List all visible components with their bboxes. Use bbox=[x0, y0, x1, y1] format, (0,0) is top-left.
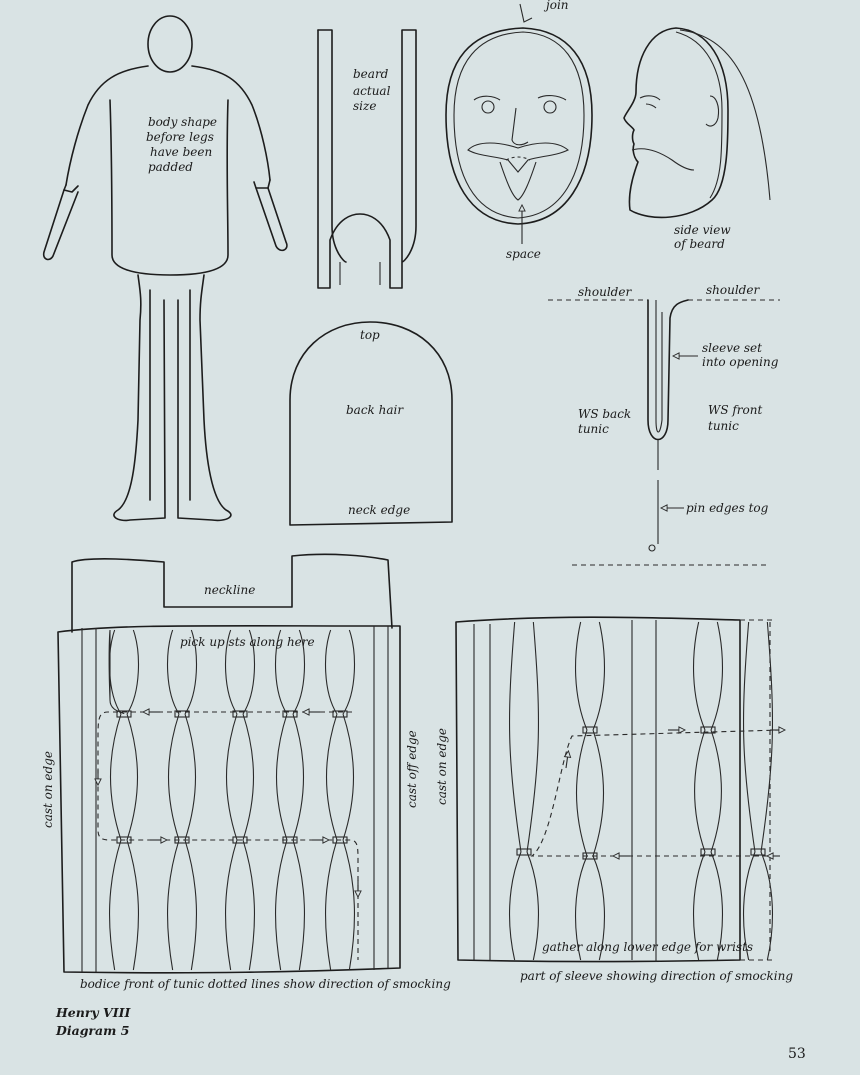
sleeve-pleat bbox=[575, 621, 605, 961]
side-view-label-2: of beard bbox=[674, 237, 725, 251]
svg-text:have been: have been bbox=[150, 145, 212, 159]
bodice-front-diagram bbox=[57, 553, 401, 974]
direction-arrow bbox=[566, 754, 568, 769]
sleeve-pleat bbox=[693, 621, 723, 961]
back-hair-shape bbox=[289, 321, 453, 526]
svg-text:beard: beard bbox=[353, 67, 389, 81]
back-hair-label: back hair bbox=[346, 403, 404, 417]
pin-edges-label: pin edges tog bbox=[686, 501, 769, 515]
sleeve-pleat bbox=[508, 621, 540, 961]
body-shape-label: body shape before legs have been padded bbox=[146, 115, 217, 174]
bodice-pleat bbox=[324, 629, 356, 971]
ws-back-label-1: WS back bbox=[578, 407, 631, 421]
cast-off-edge-label: cast off edge bbox=[405, 730, 419, 808]
sleeve-pleat bbox=[742, 621, 774, 961]
cast-on-edge-right-label: cast on edge bbox=[435, 728, 449, 805]
diagram-title: Henry VIII bbox=[56, 1005, 131, 1020]
doll-body-figure bbox=[42, 15, 288, 522]
bodice-pleats bbox=[108, 629, 125, 715]
sleeve-set-label-1: sleeve set bbox=[702, 341, 762, 355]
pleat-layer bbox=[97, 621, 782, 971]
sleeve-diagram bbox=[455, 616, 772, 963]
svg-text:actual: actual bbox=[353, 84, 391, 98]
sleeve-smocking-path bbox=[530, 729, 781, 857]
shoulder-label-right: shoulder bbox=[706, 283, 760, 297]
ws-front-label-1: WS front bbox=[708, 403, 763, 417]
beard-shape bbox=[317, 29, 417, 289]
sleeve-caption: part of sleeve showing direction of smoc… bbox=[520, 969, 793, 983]
diagram-subtitle: Diagram 5 bbox=[56, 1023, 130, 1038]
ws-front-label-2: tunic bbox=[708, 419, 739, 433]
bodice-pleat bbox=[166, 629, 198, 971]
bodice-pleat bbox=[274, 629, 306, 971]
bodice-pleat bbox=[224, 629, 256, 971]
bodice-pleat bbox=[108, 629, 140, 971]
bodice-smocking-path bbox=[97, 711, 359, 960]
svg-text:body shape: body shape bbox=[148, 115, 217, 129]
face-front bbox=[445, 3, 593, 244]
neckline-label: neckline bbox=[204, 583, 255, 597]
beard-actual-label: beard actual size bbox=[353, 67, 391, 113]
svg-text:size: size bbox=[353, 99, 376, 113]
svg-text:padded: padded bbox=[148, 160, 193, 174]
neck-edge-label: neck edge bbox=[348, 503, 410, 517]
svg-text:before legs: before legs bbox=[146, 130, 214, 144]
space-label: space bbox=[506, 247, 541, 261]
top-label: top bbox=[360, 328, 380, 342]
ws-back-label-2: tunic bbox=[578, 422, 609, 436]
join-label: join bbox=[543, 0, 569, 12]
shoulder-diagram bbox=[548, 299, 780, 566]
bodice-caption: bodice front of tunic dotted lines show … bbox=[80, 977, 451, 991]
face-side bbox=[623, 27, 771, 219]
sleeve-set-label-2: into opening bbox=[702, 355, 779, 369]
pick-up-label: pick up sts along here bbox=[180, 635, 315, 649]
side-view-label-1: side view bbox=[674, 223, 731, 237]
gather-label: gather along lower edge for wrists bbox=[542, 940, 753, 954]
shoulder-label-left: shoulder bbox=[578, 285, 632, 299]
page-number: 53 bbox=[788, 1046, 806, 1062]
cast-on-edge-left-label: cast on edge bbox=[41, 751, 55, 828]
